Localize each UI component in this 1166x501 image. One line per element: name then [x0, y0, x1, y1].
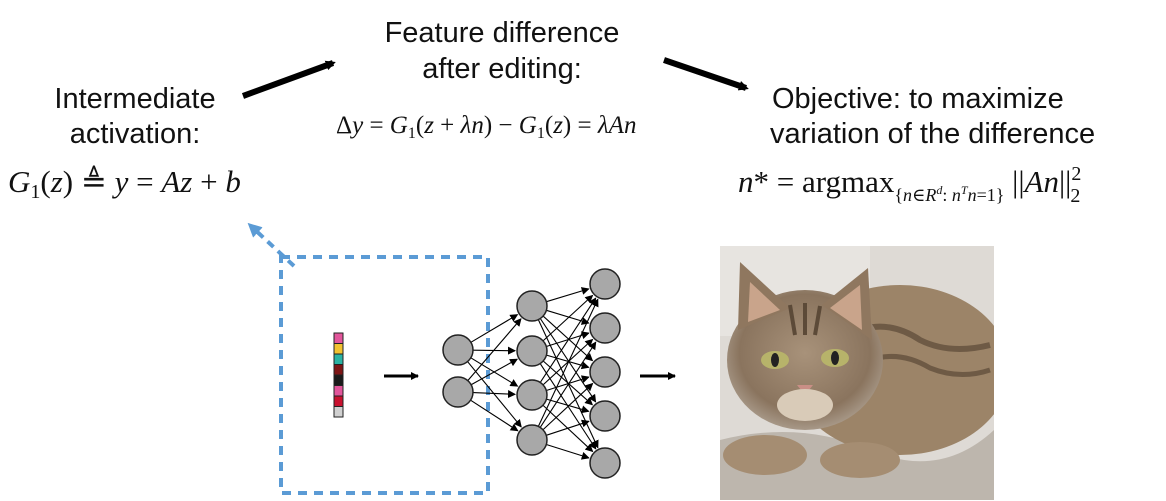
feature-difference-label-line1: Feature difference [385, 17, 620, 49]
network-node [589, 268, 621, 300]
network-edge [467, 318, 522, 381]
latent-vector-cell [333, 406, 344, 418]
network-edge [546, 443, 590, 460]
difference-equation: Δy = G1(z + λn) − G1(z) = λAn [336, 112, 636, 142]
network-edge [472, 390, 517, 399]
network-node [516, 335, 548, 367]
objective-label-line2: variation of the difference [770, 118, 1095, 150]
neural-network [442, 268, 621, 479]
feature-difference-label-line2: after editing: [422, 53, 582, 85]
network-edge [546, 375, 590, 392]
latent-vector-cell [333, 395, 344, 407]
network-node [589, 447, 621, 479]
network-edge [542, 360, 594, 406]
network-edge [546, 309, 590, 325]
network-edge [470, 314, 519, 343]
latent-vector-cell [333, 364, 344, 376]
network-edge [542, 338, 594, 386]
network-node [442, 334, 474, 366]
network-edge [546, 354, 590, 370]
intermediate-activation-label-line1: Intermediate [54, 83, 215, 115]
network-edge [467, 361, 522, 428]
latent-vector [333, 332, 344, 418]
network-node [589, 400, 621, 432]
network-edge [546, 331, 590, 348]
network-edge [539, 297, 597, 383]
network-edge [546, 398, 590, 414]
network-edge [542, 382, 594, 431]
network-node [589, 356, 621, 388]
network-edge [546, 287, 590, 303]
arrow-to-feature-difference [241, 60, 336, 99]
network-edge [546, 419, 590, 436]
latent-vector-cell [333, 374, 344, 386]
latent-vector-cell [333, 353, 344, 365]
activation-equation: G1(z) ≜ y = Az + b [8, 164, 241, 203]
network-edge [470, 358, 519, 386]
network-node [516, 379, 548, 411]
objective-label-line1: Objective: to maximize [772, 83, 1064, 115]
network-edge [470, 399, 519, 432]
latent-vector-cell [333, 332, 344, 344]
dashed-arrow-to-activation [247, 222, 296, 268]
network-edge [542, 294, 594, 342]
cat-image [720, 246, 994, 500]
network-edge [539, 341, 597, 428]
network-node [589, 312, 621, 344]
latent-vector-cell [333, 385, 344, 397]
arrow-to-objective [663, 57, 749, 91]
network-edge [537, 298, 599, 427]
network-edge [542, 315, 594, 362]
latent-vector-cell [333, 343, 344, 355]
network-node [516, 290, 548, 322]
intermediate-activation-label-line2: activation: [70, 118, 201, 150]
network-node [442, 376, 474, 408]
network-node [516, 424, 548, 456]
